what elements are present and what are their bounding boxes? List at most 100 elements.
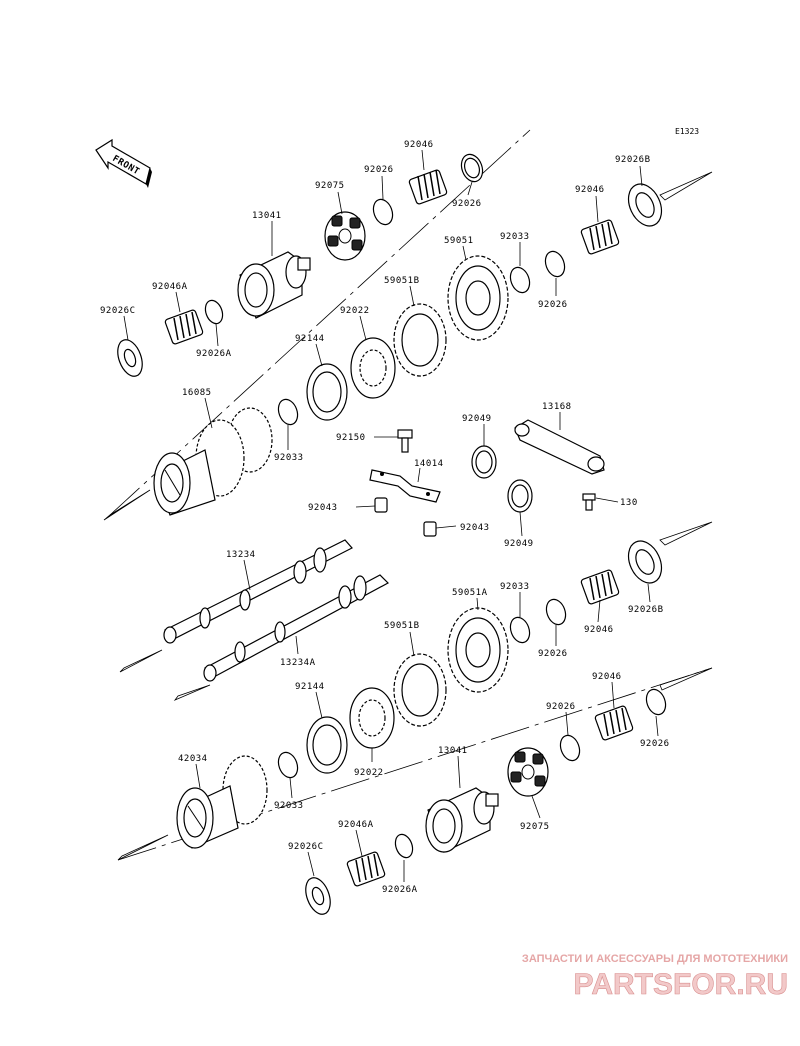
part-label: 59051A: [452, 588, 488, 598]
part-label: 92046: [584, 625, 614, 635]
ring-92026-right: [544, 250, 566, 278]
part-label: 13234: [226, 550, 256, 560]
washer-92144-bottom: [306, 716, 348, 774]
part-label: 42034: [178, 754, 208, 764]
part-label: 92026: [452, 199, 482, 209]
part-label: 16085: [182, 388, 212, 398]
part-label: 92075: [520, 822, 550, 832]
part-label: 92026C: [100, 306, 136, 316]
part-label: 92026: [640, 739, 670, 749]
part-label: 92026B: [628, 605, 664, 615]
part-label: 92033: [500, 232, 530, 242]
needle-bearing-92046-mid: [580, 569, 620, 605]
part-label: 92075: [315, 181, 345, 191]
damper-92075-top: [324, 211, 366, 261]
gear-59051B-top: [393, 303, 447, 377]
washer-92026B-top: [627, 183, 663, 227]
seal-92049-bottom: [507, 479, 533, 513]
ring-92033-lower: [509, 616, 531, 644]
washer-92026C-top: [117, 339, 143, 377]
ring-92033-bottom: [277, 751, 299, 779]
part-label: 92144: [295, 682, 325, 692]
part-label: 92033: [500, 582, 530, 592]
part-label: 59051B: [384, 276, 420, 286]
washer-92026C-bottom: [305, 877, 331, 915]
part-label: 92046: [404, 140, 434, 150]
plate-92022-top: [350, 337, 396, 399]
part-label: 14014: [414, 459, 444, 469]
ring-92033: [509, 266, 531, 294]
ring-92026-lower: [559, 734, 581, 762]
hub-13041-top: [237, 251, 311, 319]
needle-bearing-92046A-bottom: [346, 851, 386, 887]
washer-92026B-bottom: [627, 540, 663, 584]
plate-92022-bottom: [349, 687, 395, 749]
gear-59051B-bottom: [393, 653, 447, 727]
part-label: 92026: [364, 165, 394, 175]
lever-13168: [514, 419, 605, 475]
needle-bearing-92046-lower: [594, 705, 634, 741]
part-label: 92026: [538, 300, 568, 310]
drum-42034: [176, 755, 268, 849]
front-arrow-icon: FRONT: [95, 138, 152, 188]
part-label: 92026C: [288, 842, 324, 852]
part-label: 92026: [546, 702, 576, 712]
part-label: 92046A: [338, 820, 374, 830]
ring-92026-mid: [545, 598, 567, 626]
pin-92043-left: [374, 497, 388, 513]
leader-lines: [123, 149, 659, 882]
part-label: 92026A: [382, 885, 418, 895]
part-label: 92043: [460, 523, 490, 533]
ring-92026A-bottom: [394, 833, 414, 859]
part-label: 92022: [354, 768, 384, 778]
ring-92026-lower-right: [645, 688, 667, 716]
seal-92049-top: [471, 445, 497, 479]
gear-59051-top: [447, 255, 509, 341]
bolt-92150: [397, 429, 413, 453]
part-label: 13234A: [280, 658, 316, 668]
washer-92144-top: [306, 363, 348, 421]
part-label: 92026B: [615, 155, 651, 165]
ring-92026: [372, 198, 394, 226]
part-label: 92022: [340, 306, 370, 316]
watermark: ЗАПЧАСТИ И АКСЕССУАРЫ ДЛЯ МОТОТЕХНИКИ PA…: [522, 953, 788, 1001]
ring-92026-top: [460, 153, 484, 183]
part-label: 92144: [295, 334, 325, 344]
watermark-logo: PARTSFOR.RU: [574, 968, 788, 1001]
part-label: 92046A: [152, 282, 188, 292]
diagram-code: E1323: [675, 127, 699, 136]
part-label: 92033: [274, 801, 304, 811]
part-label: 13168: [542, 402, 572, 412]
shaft-13234A: [203, 574, 389, 682]
pin-92043-right: [423, 521, 437, 537]
needle-bearing-92046-right: [580, 219, 620, 255]
gear-hub-16085: [153, 407, 273, 516]
part-label: 92026: [538, 649, 568, 659]
part-label: 92026A: [196, 349, 232, 359]
part-label: 92150: [336, 433, 366, 443]
part-labels: 92046 92026 92075 92026 13041 92026B 920…: [100, 140, 670, 895]
bolt-130: [582, 493, 596, 511]
part-label: 59051: [444, 236, 474, 246]
part-label: 92046: [592, 672, 622, 682]
watermark-tagline: ЗАПЧАСТИ И АКСЕССУАРЫ ДЛЯ МОТОТЕХНИКИ: [522, 953, 788, 965]
needle-bearing-92046-top: [408, 169, 448, 205]
part-label: 92043: [308, 503, 338, 513]
gear-59051A: [447, 607, 509, 693]
part-label: 92049: [504, 539, 534, 549]
part-label: 59051B: [384, 621, 420, 631]
hub-13041-bottom: [425, 787, 499, 853]
part-label: 13041: [252, 211, 282, 221]
part-label: 92033: [274, 453, 304, 463]
bracket-14014: [369, 469, 441, 503]
part-label: 92049: [462, 414, 492, 424]
part-label: 13041: [438, 746, 468, 756]
damper-92075-bottom: [507, 747, 549, 797]
part-label: 92046: [575, 185, 605, 195]
ring-92026A-top: [204, 299, 224, 325]
needle-bearing-92046A-top: [164, 309, 204, 345]
part-label: 130: [620, 498, 638, 508]
ring-92033-mid: [277, 398, 299, 426]
shaft-13234: [163, 539, 353, 644]
